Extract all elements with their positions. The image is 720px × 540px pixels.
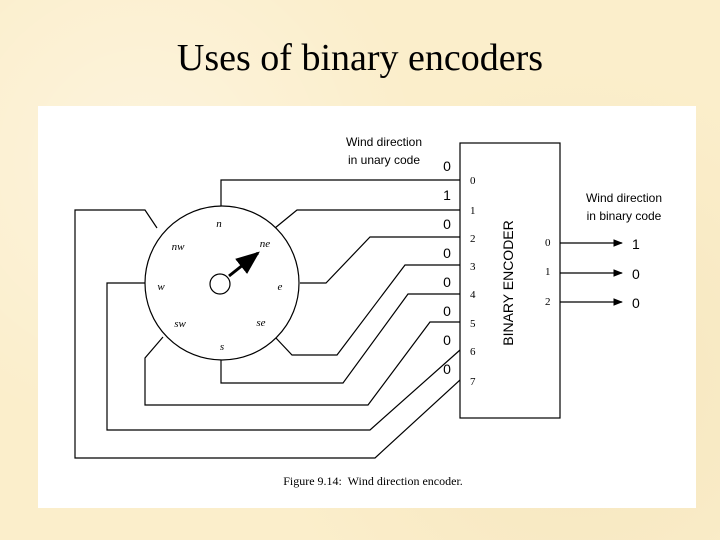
wire-w (106, 282, 461, 431)
compass-label-e: e (278, 281, 283, 293)
input-value-5: 0 (443, 303, 451, 319)
input-value-6: 0 (443, 332, 451, 348)
input-index-3: 3 (470, 261, 476, 273)
wire-se (274, 264, 460, 356)
output-index-1: 1 (545, 266, 551, 278)
compass-label-ne: ne (260, 238, 271, 250)
input-value-7: 0 (443, 361, 451, 377)
compass-label-w: w (157, 281, 165, 293)
compass-label-s: s (220, 341, 224, 353)
input-value-4: 0 (443, 274, 451, 290)
unary-caption-line2: in unary code (348, 153, 420, 167)
wire-n (220, 179, 460, 210)
wire-ne (274, 209, 460, 229)
compass-hub (209, 273, 231, 295)
encoder-box (459, 142, 561, 419)
compass: n ne e se s sw w nw (144, 205, 300, 361)
wires (74, 179, 461, 459)
input-index-2: 2 (470, 233, 476, 245)
figure-caption: Figure 9.14: Wind direction encoder. (283, 474, 463, 488)
wire-nw (74, 209, 461, 459)
compass-label-n: n (216, 218, 222, 230)
input-index-7: 7 (470, 376, 476, 388)
input-index-1: 1 (470, 205, 476, 217)
output-index-2: 2 (545, 296, 551, 308)
compass-needle (228, 251, 260, 278)
wire-s (220, 293, 460, 384)
binary-caption-line2: in binary code (587, 209, 662, 223)
output-value-0: 1 (632, 236, 640, 252)
input-value-0: 0 (443, 158, 451, 174)
input-value-2: 0 (443, 216, 451, 232)
compass-label-se: se (256, 317, 265, 329)
wire-e (300, 236, 460, 284)
encoder-label: BINARY ENCODER (500, 220, 516, 346)
input-index-0: 0 (470, 175, 476, 187)
input-value-3: 0 (443, 245, 451, 261)
figure-panel (38, 106, 696, 508)
binary-caption-line1: Wind direction (586, 191, 662, 205)
binary-encoder: BINARY ENCODER 0 1 2 3 4 5 6 7 0 1 2 (459, 142, 561, 419)
input-value-1: 1 (443, 187, 451, 203)
input-index-5: 5 (470, 318, 476, 330)
binary-outputs: 1 0 0 (560, 236, 640, 311)
output-value-1: 0 (632, 266, 640, 282)
output-value-2: 0 (632, 295, 640, 311)
slide-title: Uses of binary encoders (176, 37, 544, 79)
compass-label-nw: nw (172, 241, 186, 253)
unary-caption-line1: Wind direction (346, 135, 422, 149)
compass-label-sw: sw (174, 318, 186, 330)
output-index-0: 0 (545, 237, 551, 249)
input-index-4: 4 (470, 289, 476, 301)
wire-sw (144, 321, 460, 406)
unary-input-values: 0 1 0 0 0 0 0 0 (443, 158, 451, 377)
input-index-6: 6 (470, 346, 476, 358)
